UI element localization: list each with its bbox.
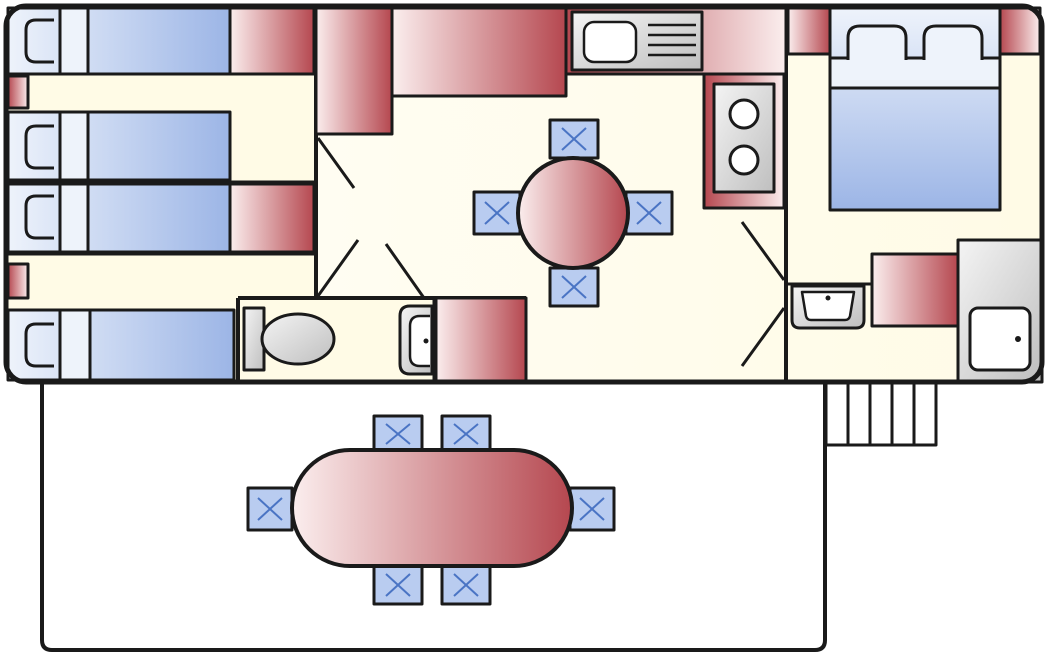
oval-table (290, 448, 574, 568)
entrance-steps (824, 381, 938, 447)
outer-wall (3, 3, 1045, 385)
chair (440, 414, 492, 454)
chair (548, 118, 600, 160)
shelf (6, 262, 30, 300)
wardrobe (314, 6, 394, 136)
hob (712, 82, 776, 194)
toilet (242, 306, 336, 372)
chair (568, 486, 616, 532)
round-table (516, 156, 630, 270)
double-bed (828, 6, 1002, 212)
chair (246, 486, 294, 532)
nightstand (228, 182, 316, 254)
kitchen-sink (570, 10, 704, 72)
chair (440, 564, 492, 606)
shelf (6, 74, 30, 110)
master-bedroom (786, 6, 1042, 212)
wc-hand-basin (398, 304, 434, 376)
kitchen (564, 6, 788, 210)
sideboard (390, 6, 568, 98)
hob-ring (728, 144, 760, 176)
single-bed (6, 182, 232, 254)
nightstand (786, 6, 832, 56)
chair (372, 564, 424, 606)
single-bed (6, 110, 232, 182)
nightstand (228, 6, 316, 76)
chair (624, 190, 674, 236)
chair (372, 414, 424, 454)
chair (472, 190, 522, 236)
wc (240, 298, 436, 382)
chair (548, 266, 600, 308)
hob-ring (728, 98, 760, 130)
living-dining (314, 6, 674, 384)
single-bed (6, 308, 236, 382)
cabinet (434, 296, 528, 384)
nightstand (998, 6, 1042, 56)
shower-tray (956, 238, 1044, 384)
terrace-dining-set (246, 414, 616, 606)
door-swings (316, 137, 786, 367)
single-bed (6, 6, 232, 76)
shower-room-basin (790, 284, 866, 330)
indoor-dining-set (472, 118, 674, 308)
bathroom-cabinet (870, 252, 960, 328)
